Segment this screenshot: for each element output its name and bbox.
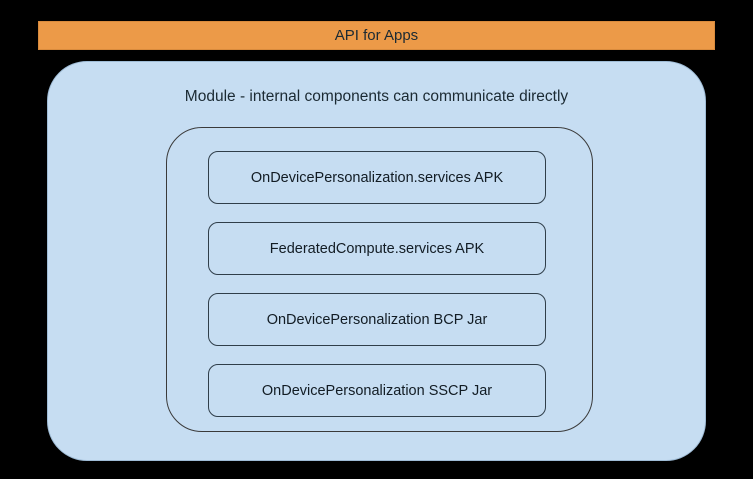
- component-list: OnDevicePersonalization.services APK Fed…: [208, 151, 546, 417]
- component-label: OnDevicePersonalization.services APK: [250, 169, 504, 186]
- component-label: FederatedCompute.services APK: [269, 240, 485, 257]
- component-label: OnDevicePersonalization SSCP Jar: [261, 382, 493, 399]
- api-for-apps-banner: API for Apps: [38, 21, 715, 50]
- component-box: FederatedCompute.services APK: [208, 222, 546, 275]
- api-banner-label: API for Apps: [334, 27, 419, 44]
- module-label: Module - internal components can communi…: [184, 88, 569, 105]
- component-box: OnDevicePersonalization BCP Jar: [208, 293, 546, 346]
- component-box: OnDevicePersonalization.services APK: [208, 151, 546, 204]
- internal-components-group: [166, 127, 593, 432]
- component-label: OnDevicePersonalization BCP Jar: [266, 311, 488, 328]
- component-box: OnDevicePersonalization SSCP Jar: [208, 364, 546, 417]
